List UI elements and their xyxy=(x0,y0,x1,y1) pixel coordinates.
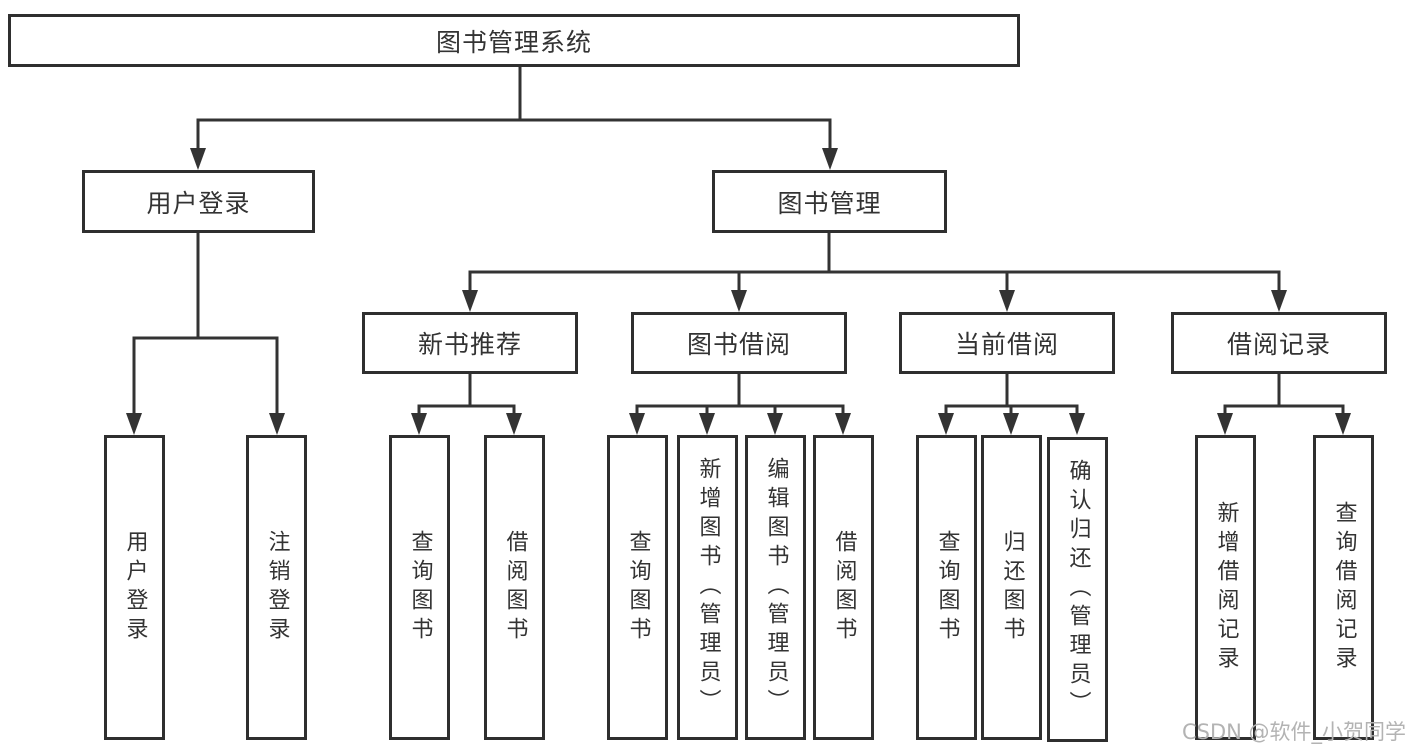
node-book-borrowing: 图书借阅 xyxy=(631,312,847,374)
node-current-borrowing: 当前借阅 xyxy=(899,312,1115,374)
arrowheads-user-login-leaves xyxy=(126,413,285,435)
node-borrowing-records: 借阅记录 xyxy=(1171,312,1387,374)
leaf-current-return-books: 归还图书 xyxy=(981,435,1042,740)
leaf-records-query-record: 查询借阅记录 xyxy=(1313,435,1374,740)
csdn-watermark: CSDN @软件_小贺同学 xyxy=(1182,720,1405,744)
node-book-management-group: 图书管理 xyxy=(712,170,947,233)
leaf-recommend-borrow-books: 借阅图书 xyxy=(484,435,545,740)
node-label: 查询借阅记录 xyxy=(1331,500,1357,675)
leaf-borrowing-query-books: 查询图书 xyxy=(607,435,668,740)
node-label: 查询图书 xyxy=(625,529,651,646)
node-label: 图书管理 xyxy=(777,188,882,218)
node-new-book-recommendation: 新书推荐 xyxy=(362,312,578,374)
node-label: 新增图书（管理员） xyxy=(695,457,721,718)
node-label: 归还图书 xyxy=(999,529,1025,646)
node-label: 查询图书 xyxy=(407,529,433,646)
node-label: 借阅记录 xyxy=(1226,330,1331,359)
node-label: 借阅图书 xyxy=(831,529,857,646)
node-label: 确认归还（管理员） xyxy=(1065,459,1091,720)
node-label: 新书推荐 xyxy=(417,330,522,359)
arrowheads-level2 xyxy=(190,148,838,170)
leaf-current-query-books: 查询图书 xyxy=(916,435,977,740)
arrowheads-level3 xyxy=(462,290,1287,312)
node-label: 注销登录 xyxy=(264,529,290,646)
node-label: 图书借阅 xyxy=(686,330,791,359)
arrowheads-leaves xyxy=(411,413,1351,435)
leaf-user-login: 用户登录 xyxy=(104,435,165,740)
leaf-borrowing-add-books-admin: 新增图书（管理员） xyxy=(677,435,738,740)
leaf-borrowing-borrow-books: 借阅图书 xyxy=(813,435,874,740)
node-label: 用户登录 xyxy=(146,188,251,218)
connectors-book-management-to-level3 xyxy=(468,233,1281,293)
node-label: 查询图书 xyxy=(934,529,960,646)
leaf-records-add-record: 新增借阅记录 xyxy=(1195,435,1256,740)
node-user-login-group: 用户登录 xyxy=(82,170,315,233)
node-library-management-system: 图书管理系统 xyxy=(8,14,1020,67)
leaf-borrowing-edit-books-admin: 编辑图书（管理员） xyxy=(745,435,806,740)
leaf-logout: 注销登录 xyxy=(246,435,307,740)
connectors-root-to-level2 xyxy=(196,67,832,150)
node-label: 当前借阅 xyxy=(954,330,1059,359)
node-label: 编辑图书（管理员） xyxy=(763,457,789,718)
node-label: 新增借阅记录 xyxy=(1213,500,1239,675)
node-label: 用户登录 xyxy=(122,529,148,646)
connectors-level3-to-leaves xyxy=(417,374,1345,416)
node-label: 借阅图书 xyxy=(502,529,528,646)
leaf-current-confirm-return-admin: 确认归还（管理员） xyxy=(1047,437,1108,742)
connectors-user-login-branch xyxy=(132,233,279,416)
node-label: 图书管理系统 xyxy=(435,27,592,57)
leaf-recommend-query-books: 查询图书 xyxy=(389,435,450,740)
